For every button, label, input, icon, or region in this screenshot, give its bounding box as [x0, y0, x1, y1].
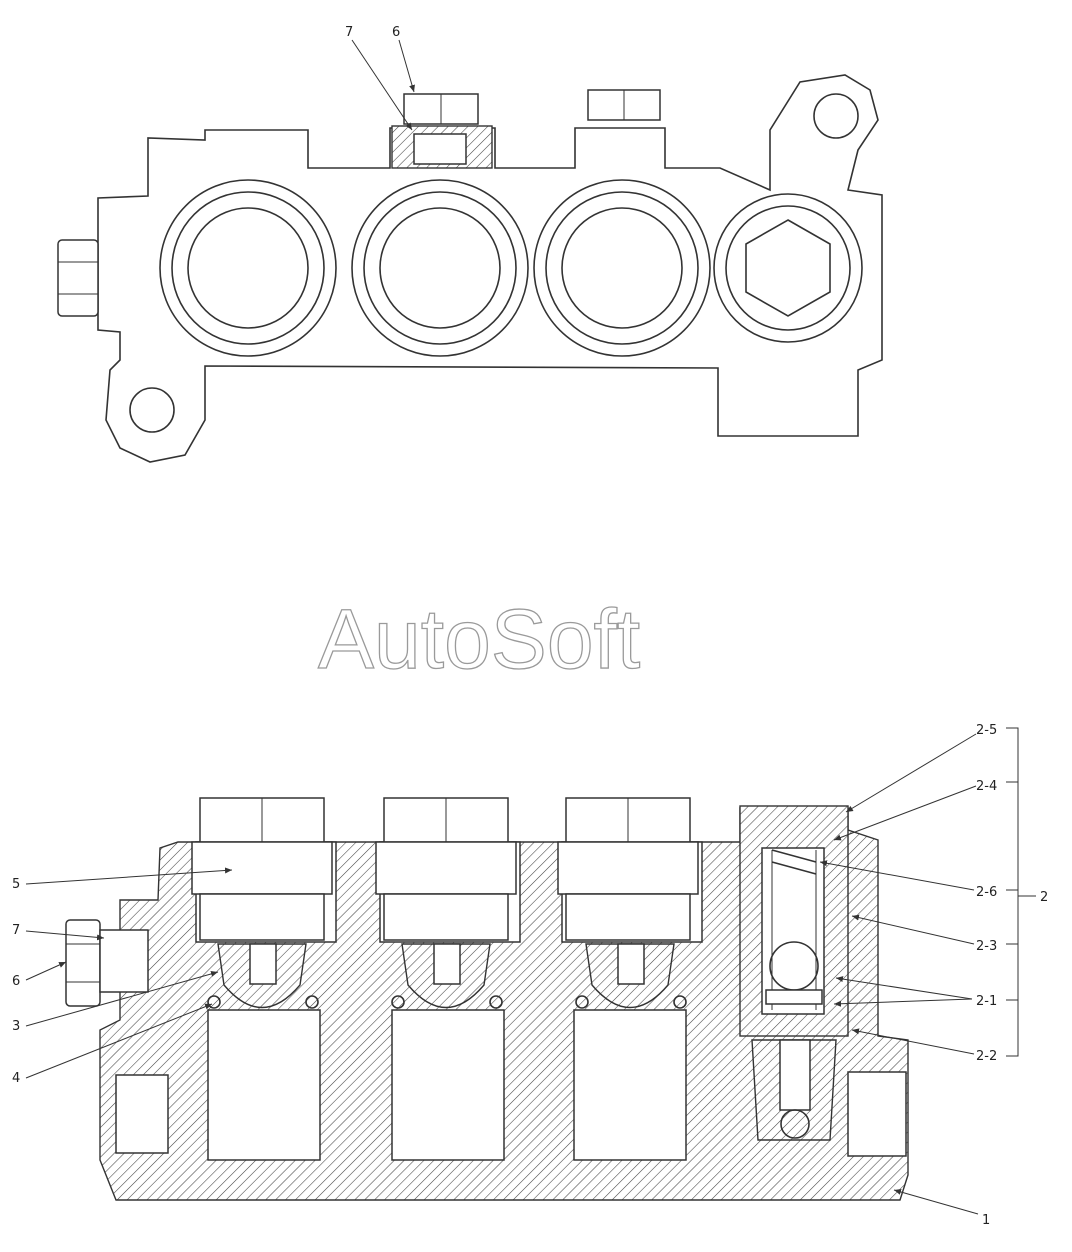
section-left-port: [115, 1074, 169, 1154]
top-left-mount-hole: [129, 387, 175, 433]
section-callout-2-1: 2-1: [976, 994, 997, 1009]
section-lower-chamber-2: [391, 1009, 505, 1161]
section-callout-2-6: 2-6: [976, 885, 997, 900]
section-cap-3: [557, 797, 699, 941]
top-port-4: [713, 193, 863, 343]
section-callout-7: 7: [12, 923, 20, 938]
section-callout-2-4: 2-4: [976, 779, 997, 794]
top-callout-7: 7: [345, 25, 353, 40]
section-callout-2-2: 2-2: [976, 1049, 997, 1064]
top-port-3: [533, 179, 711, 357]
section-cap-2: [375, 797, 517, 941]
section-view: 5 7 6 3 4 2-5 2-4 2-6 2-3 2-1 2-2 2 1: [12, 723, 1048, 1228]
group-bracket-icon: [1006, 727, 1036, 1057]
top-port-1: [159, 179, 337, 357]
section-callout-6: 6: [12, 974, 20, 989]
top-port-2: [351, 179, 529, 357]
section-right-port: [847, 1071, 907, 1157]
group-callout-2: 2: [1040, 890, 1048, 905]
section-callout-5: 5: [12, 877, 20, 892]
section-callout-2-5: 2-5: [976, 723, 997, 738]
top-callout-6: 6: [392, 25, 400, 40]
section-callout-2-3: 2-3: [976, 939, 997, 954]
section-lower-chamber-1: [207, 1009, 321, 1161]
top-view: 7 6: [57, 25, 883, 463]
watermark-text: AutoSoft: [318, 592, 640, 686]
section-callout-3: 3: [12, 1019, 20, 1034]
section-poppet-2: [391, 943, 503, 1009]
section-poppet-3: [575, 943, 687, 1009]
section-cap-1: [191, 797, 333, 941]
section-poppet-1: [207, 943, 319, 1009]
section-callout-4: 4: [12, 1071, 20, 1086]
section-relief-valve: [739, 805, 849, 1141]
top-right-mount-hole: [813, 93, 859, 139]
body-callout-1: 1: [982, 1213, 990, 1228]
section-left-fitting: [65, 919, 149, 1007]
section-lower-chamber-3: [573, 1009, 687, 1161]
top-left-end-fitting: [57, 239, 99, 317]
